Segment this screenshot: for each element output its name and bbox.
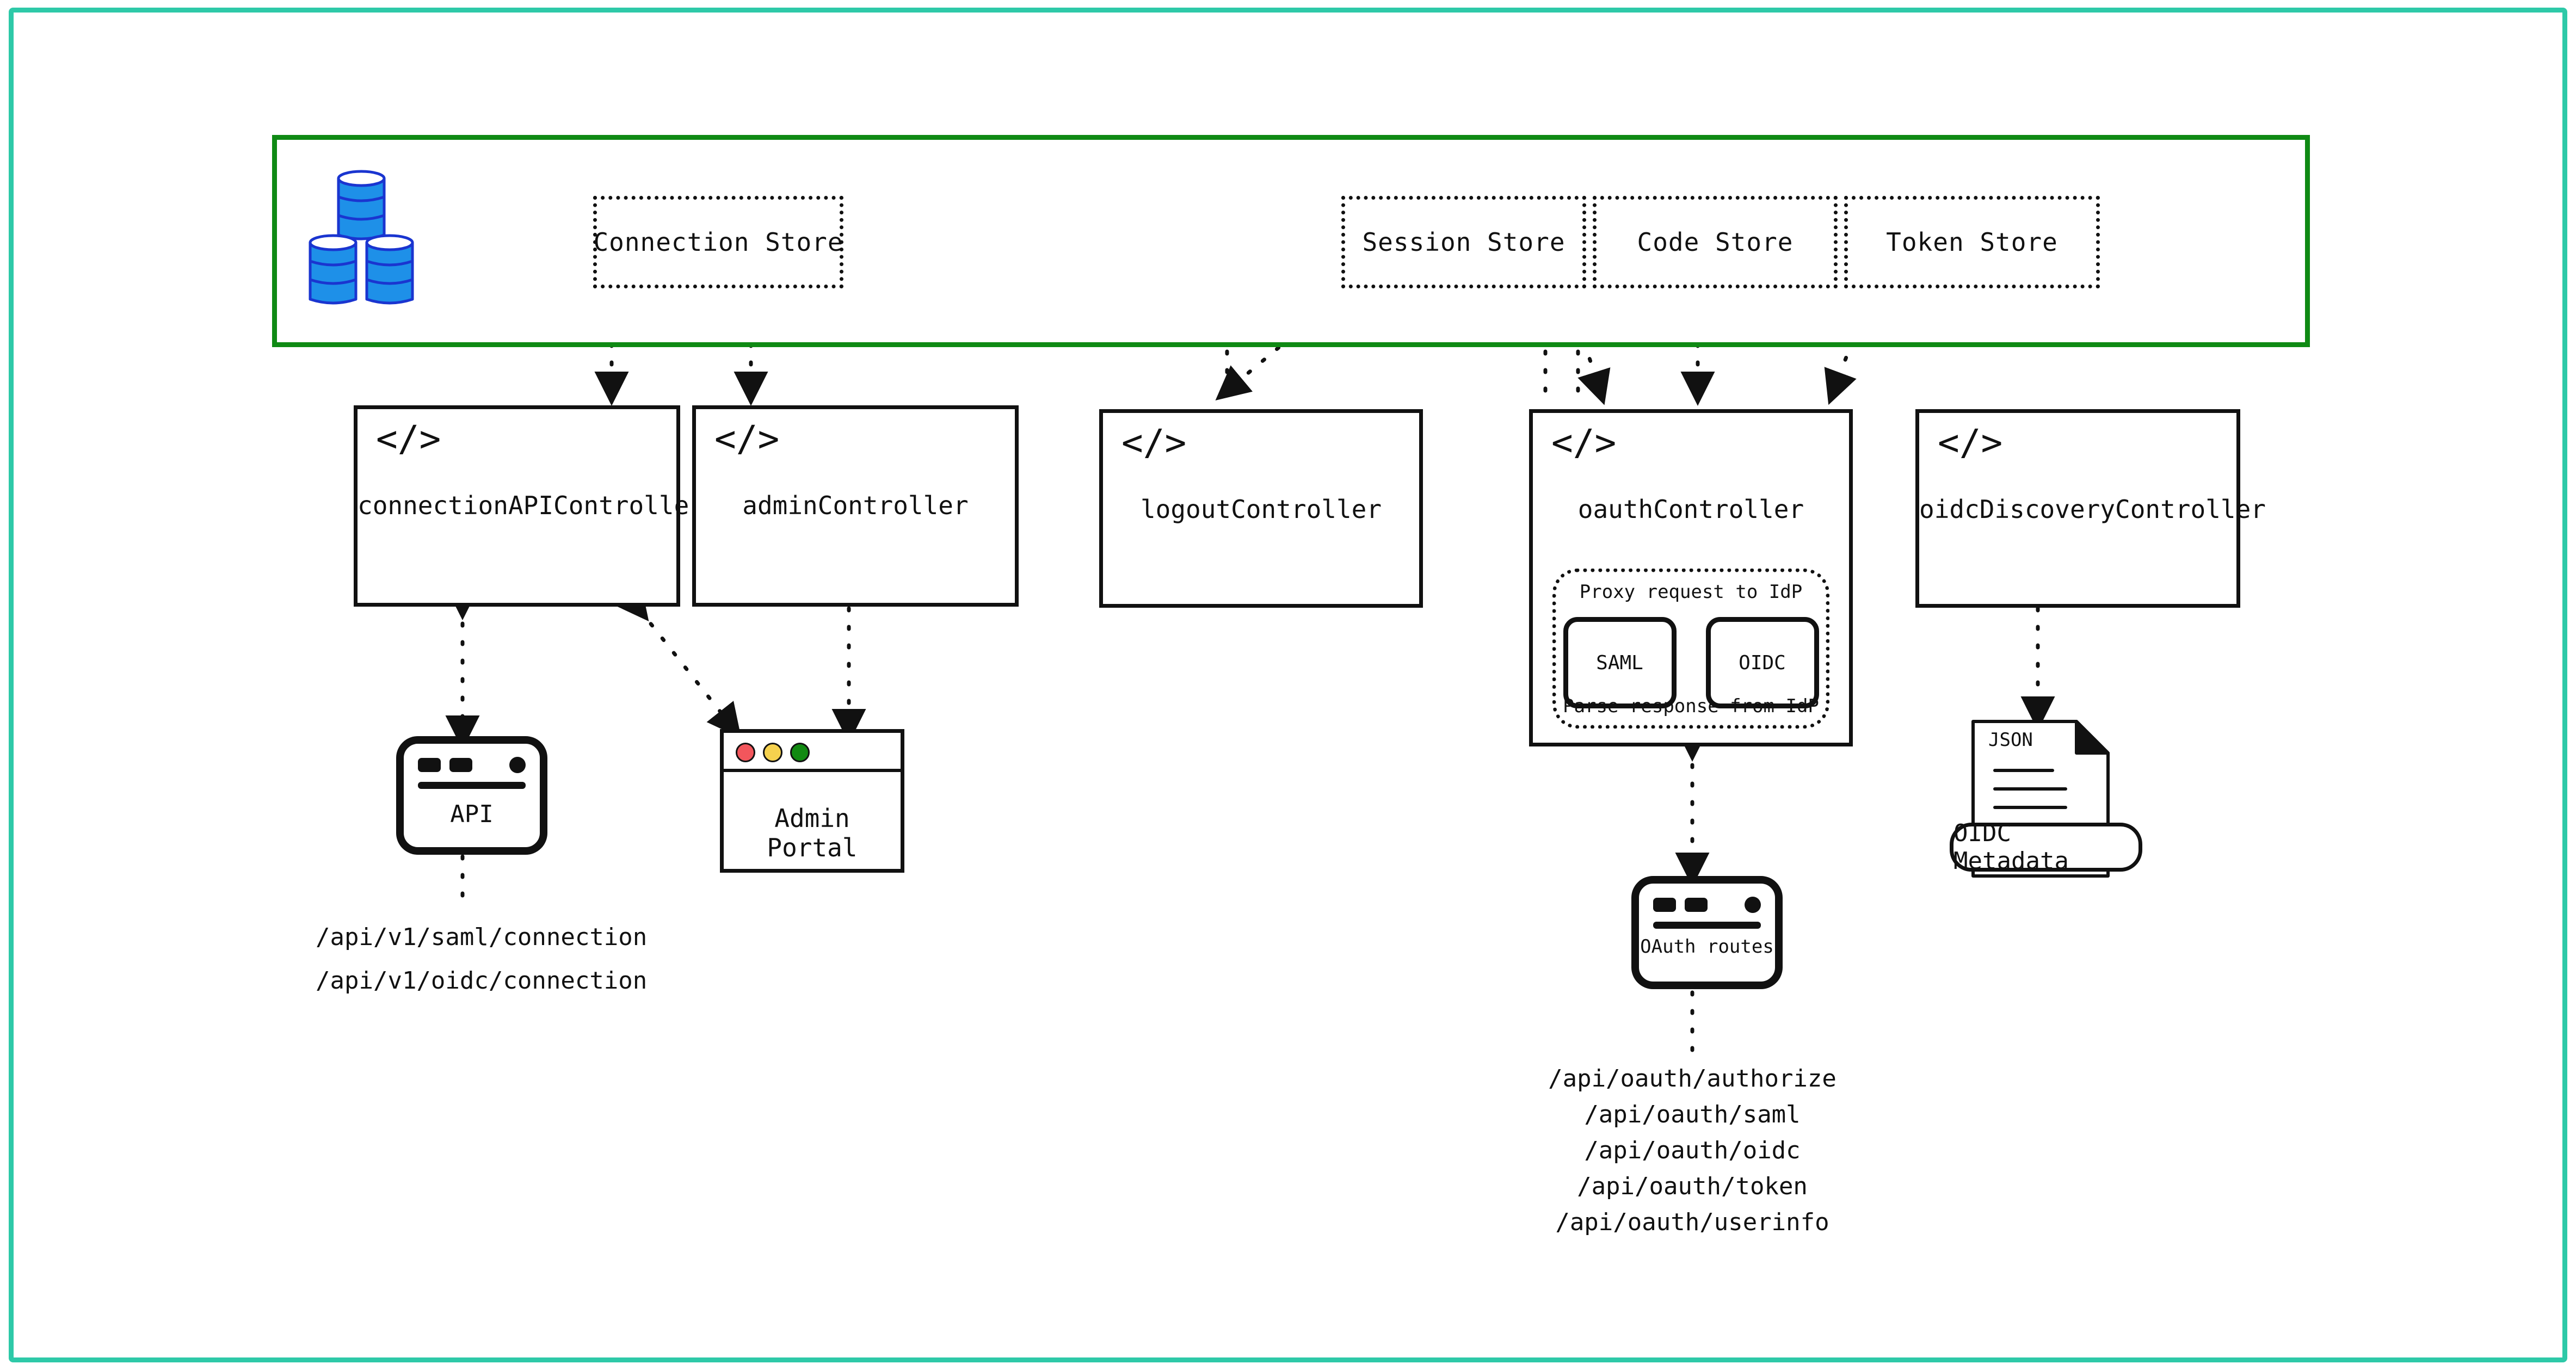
window-titlebar [418, 755, 526, 776]
traffic-light-yellow-icon [763, 743, 782, 762]
store-label: Token Store [1886, 227, 2058, 257]
titlebar-divider [418, 782, 526, 789]
endpoint-path: /api/oauth/token [1577, 1172, 1808, 1200]
titlebar-square-left [1653, 898, 1676, 912]
client-api-window[interactable]: API [396, 736, 547, 855]
titlebar-square-right [1685, 898, 1708, 912]
titlebar-divider [724, 769, 901, 772]
code-brackets-icon: </> [376, 418, 441, 460]
controller-label: oidcDiscoveryController [1919, 495, 2266, 524]
client-oauth-routes-window[interactable]: OAuth routes [1631, 876, 1783, 989]
traffic-light-red-icon [736, 743, 755, 762]
code-brackets-icon: </> [1121, 422, 1187, 464]
database-stack-icon [309, 170, 414, 305]
diagram-outer-frame [9, 8, 2567, 1362]
endpoint-path: /api/oauth/userinfo [1555, 1208, 1829, 1236]
controller-label: adminController [742, 491, 969, 520]
controller-label: connectionAPIController [358, 491, 704, 520]
code-brackets-icon: </> [1551, 422, 1617, 464]
client-admin-portal-window[interactable]: Admin Portal [720, 729, 904, 873]
store-code[interactable]: Code Store [1593, 196, 1838, 288]
controller-oidc-discovery[interactable]: </> oidcDiscoveryController [1915, 409, 2266, 608]
endpoint-path: /api/oauth/saml [1584, 1101, 1801, 1128]
endpoint-path: /api/v1/saml/connection [316, 923, 648, 951]
traffic-light-green-icon [790, 743, 810, 762]
oauth-endpoint-list: /api/oauth/authorize /api/oauth/saml /ap… [1529, 1061, 1856, 1241]
titlebar-square-right [449, 758, 472, 772]
code-brackets-icon: </> [714, 418, 780, 460]
store-label: Connection Store [593, 227, 843, 257]
controller-oauth[interactable]: </> oauthController Proxy request to IdP… [1529, 409, 1853, 746]
controller-admin[interactable]: </> adminController [692, 405, 1019, 607]
oidc-metadata-label: OIDC Metadata [1953, 819, 2069, 875]
client-label: Admin Portal [767, 804, 858, 862]
doc-type-label: JSON [1988, 729, 2033, 751]
connection-api-endpoint-list: /api/v1/saml/connection /api/v1/oidc/con… [316, 919, 653, 999]
controller-connection-api[interactable]: </> connectionAPIController [354, 405, 704, 607]
protocol-label: OIDC [1739, 651, 1786, 674]
store-token[interactable]: Token Store [1844, 196, 2100, 288]
store-session[interactable]: Session Store [1341, 196, 1586, 288]
proxy-request-label: Proxy request to IdP [1579, 581, 1803, 603]
parse-response-label: Parse response from IdP [1563, 695, 1819, 717]
titlebar-square-left [418, 758, 441, 772]
protocol-label: SAML [1596, 651, 1643, 674]
endpoint-path: /api/oauth/authorize [1548, 1065, 1837, 1093]
titlebar-dot [1745, 897, 1761, 913]
protocol-chip-oidc[interactable]: OIDC [1705, 617, 1819, 708]
titlebar-dot [509, 757, 526, 773]
controller-logout[interactable]: </> logoutController [1099, 409, 1423, 608]
store-label: Session Store [1362, 227, 1566, 257]
titlebar-divider [1653, 922, 1761, 929]
client-label: OAuth routes [1640, 936, 1774, 958]
endpoint-path: /api/oauth/oidc [1584, 1137, 1801, 1164]
idp-proxy-group: Proxy request to IdP SAML OIDC Parse res… [1552, 569, 1829, 729]
endpoint-path: /api/v1/oidc/connection [316, 967, 648, 995]
controller-label: logoutController [1140, 495, 1382, 524]
store-label: Code Store [1637, 227, 1794, 257]
protocol-chip-saml[interactable]: SAML [1563, 617, 1677, 708]
window-titlebar [1653, 894, 1761, 916]
code-brackets-icon: </> [1938, 422, 2003, 464]
protocol-chip-row: SAML OIDC [1556, 617, 1826, 708]
controller-label: oauthController [1577, 495, 1804, 524]
oidc-metadata-pill[interactable]: OIDC Metadata [1950, 819, 2142, 875]
store-connection[interactable]: Connection Store [593, 196, 843, 288]
client-label: API [450, 800, 494, 828]
